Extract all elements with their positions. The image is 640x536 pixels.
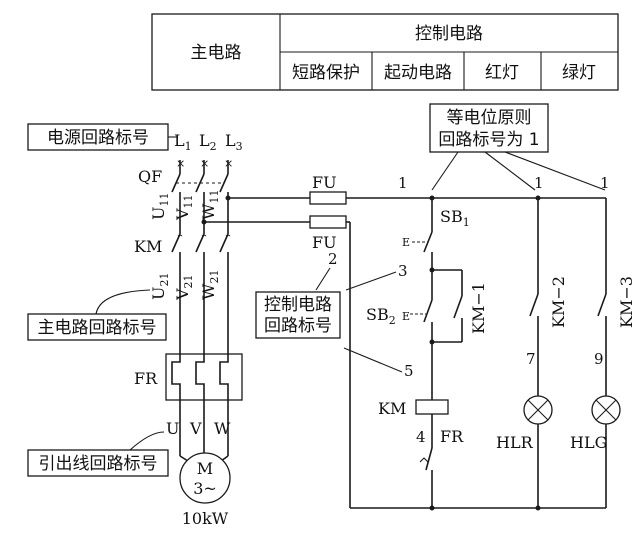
svg-text:7: 7 [526, 350, 536, 368]
header-table: 主电路 控制电路 短路保护 起动电路 红灯 绿灯 [151, 13, 619, 91]
svg-text:E: E [402, 310, 410, 323]
svg-text:4: 4 [416, 428, 426, 446]
km-coil [415, 399, 449, 415]
leader-line [431, 151, 459, 191]
fuse-top [309, 191, 347, 205]
upper-phase-labels: U11 V11 W11 [149, 190, 221, 221]
svg-text:1: 1 [534, 174, 544, 192]
leader-line [129, 431, 165, 451]
svg-text:V: V [189, 419, 202, 438]
svg-text:W21: W21 [199, 270, 221, 300]
motor-leads: U V W [166, 400, 231, 467]
svg-text:U: U [166, 419, 179, 438]
callout-box [255, 291, 341, 339]
short-protection-header: 短路保护 [292, 63, 360, 83]
callout-power-loop: 电源回路标号 [27, 123, 178, 151]
l1-label: L1 [174, 131, 192, 153]
svg-text:E: E [402, 236, 410, 249]
hlg-label: HLG [570, 433, 607, 452]
leader-line [484, 151, 536, 191]
svg-text:9: 9 [594, 350, 604, 368]
l3-label: L3 [225, 131, 243, 153]
motor-power: 10kW [182, 509, 229, 528]
green-lamp-branch: KM−3 HLG [570, 198, 636, 508]
sb2-contact [423, 299, 433, 323]
main-loop-label: 主电路回路标号 [38, 318, 157, 338]
lower-phase-labels: U21 V21 W21 [149, 270, 221, 301]
fuse-bottom [309, 215, 347, 229]
qf-breaker: QF × × × [138, 157, 233, 193]
callout-box [27, 313, 167, 341]
red-lamp-branch: KM−2 HLR [496, 198, 568, 508]
control-loop-label-1: 控制电路 [264, 295, 332, 315]
motor: M 3~ 10kW [179, 452, 231, 528]
control-loop-label-2: 回路标号 [264, 316, 332, 336]
callout-lead-loop: 引出线回路标号 [27, 431, 169, 477]
svg-text:5: 5 [404, 362, 414, 380]
start-circuit-header: 起动电路 [384, 63, 452, 83]
svg-text:U11: U11 [149, 193, 171, 220]
km3-label: KM−3 [617, 276, 636, 328]
control-circuit-header: 控制电路 [415, 24, 483, 44]
green-lamp-header: 绿灯 [562, 63, 596, 83]
phase-labels: L1 L2 L3 [174, 131, 243, 153]
motor-circle [179, 452, 231, 504]
equipotential-label-1: 等电位原则 [447, 108, 532, 128]
svg-text:U21: U21 [149, 273, 171, 300]
fr-contact [425, 447, 433, 471]
leader-line [95, 289, 151, 315]
start-circuit-branch: SB1 E SB2 E KM−1 KM FR [366, 198, 488, 508]
km-main-contactor: KM [134, 233, 231, 354]
main-circuit-header: 主电路 [191, 43, 242, 63]
fu-top-label: FU [312, 173, 337, 192]
loop-numbers: 1 1 1 2 3 5 4 7 9 [315, 174, 610, 446]
svg-text:2: 2 [328, 250, 338, 268]
callout-main-loop: 主电路回路标号 [27, 289, 167, 341]
km3-contact [597, 293, 607, 317]
callout-control-loop: 控制电路 回路标号 [255, 291, 341, 339]
callout-equipotential: 等电位原则 回路标号为 1 [429, 103, 606, 191]
hlr-label: HLR [496, 433, 534, 452]
svg-text:M: M [197, 459, 213, 478]
km2-label: KM−2 [549, 276, 568, 328]
red-lamp-header: 红灯 [485, 63, 519, 83]
fr-ctrl-label: FR [440, 427, 464, 446]
qf-label: QF [138, 167, 162, 186]
svg-text:1: 1 [398, 174, 408, 192]
svg-text:W: W [214, 419, 231, 438]
fr-label: FR [134, 369, 158, 388]
km1-label: KM−1 [469, 282, 488, 334]
l2-label: L2 [199, 131, 217, 153]
svg-text:V11: V11 [173, 194, 195, 221]
km-label: KM [134, 237, 162, 256]
fu-fuses: FU FU [309, 173, 347, 252]
svg-text:3~: 3~ [193, 479, 217, 498]
svg-text:3: 3 [398, 262, 408, 280]
sb2-label: SB2 [366, 305, 396, 327]
equipotential-label-2: 回路标号为 1 [438, 130, 539, 150]
svg-text:W11: W11 [199, 190, 221, 220]
sb1-label: SB1 [440, 207, 470, 229]
callout-box [27, 449, 169, 477]
power-loop-label: 电源回路标号 [47, 128, 149, 148]
leader-line [504, 151, 606, 191]
svg-text:1: 1 [600, 174, 610, 192]
km2-contact [529, 293, 539, 317]
lead-loop-label: 引出线回路标号 [39, 454, 158, 474]
km-coil-label: KM [378, 399, 406, 418]
fr-thermal-relay: FR [134, 353, 243, 401]
fu-bottom-label: FU [312, 233, 337, 252]
svg-text:V21: V21 [173, 274, 195, 301]
callout-box [429, 103, 549, 153]
km1-contact [453, 295, 463, 319]
